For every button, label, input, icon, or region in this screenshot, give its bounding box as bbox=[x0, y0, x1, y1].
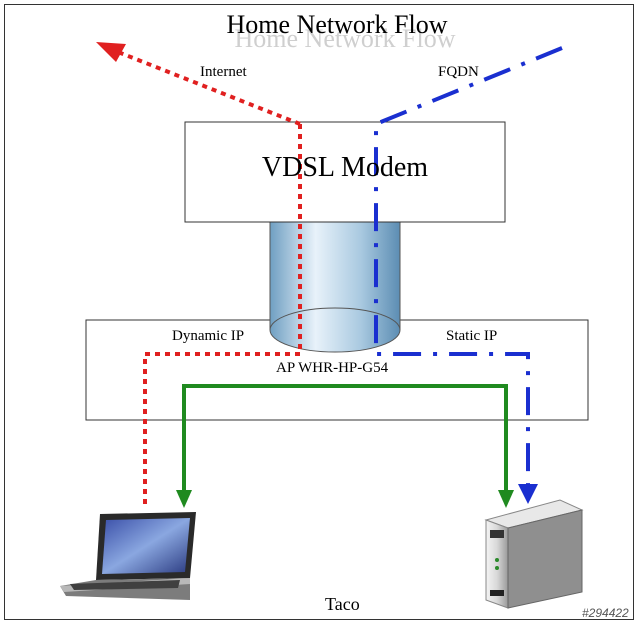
internet-arrowhead bbox=[96, 42, 126, 62]
watermark-label: #294422 bbox=[582, 606, 629, 620]
dynamic-ip-path bbox=[117, 50, 302, 508]
fqdn-label: FQDN bbox=[438, 64, 479, 80]
modem-box bbox=[184, 121, 506, 223]
author-label: Taco bbox=[325, 594, 360, 614]
diagram-title: Home Network Flow bbox=[226, 10, 448, 39]
router-label: AP WHR-HP-G54 bbox=[276, 360, 389, 376]
diagram-frame bbox=[4, 4, 634, 620]
internet-label: Internet bbox=[200, 64, 247, 80]
dynamic-ip-label: Dynamic IP bbox=[172, 328, 245, 344]
modem-label: VDSL Modem bbox=[261, 152, 429, 183]
static-ip-label: Static IP bbox=[446, 328, 498, 344]
static-ip-path bbox=[374, 46, 563, 488]
lan-path bbox=[182, 384, 508, 494]
diagram-title-shadow: Home Network Flow bbox=[234, 24, 456, 53]
nas-blue-arrowhead bbox=[518, 484, 538, 504]
laptop-icon bbox=[60, 512, 196, 600]
nas-green-arrowhead bbox=[498, 490, 514, 508]
cylinder-link bbox=[269, 222, 401, 353]
nas-icon bbox=[484, 499, 584, 609]
laptop-green-arrowhead bbox=[176, 490, 192, 508]
